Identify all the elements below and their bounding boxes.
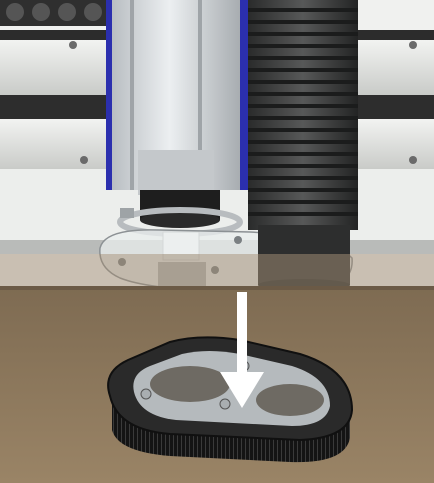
- down-arrow-icon: [220, 292, 264, 408]
- spindle-carriage: [106, 0, 248, 195]
- hose-opening: [256, 384, 324, 416]
- rail-screw: [409, 41, 417, 49]
- spindle-opening: [150, 366, 230, 402]
- rail-screw: [69, 41, 77, 49]
- dust-hose: [248, 0, 358, 291]
- cable-chain: [0, 0, 112, 26]
- rail-screw: [80, 156, 88, 164]
- dust-shoe: [107, 336, 354, 463]
- rail-screw: [409, 156, 417, 164]
